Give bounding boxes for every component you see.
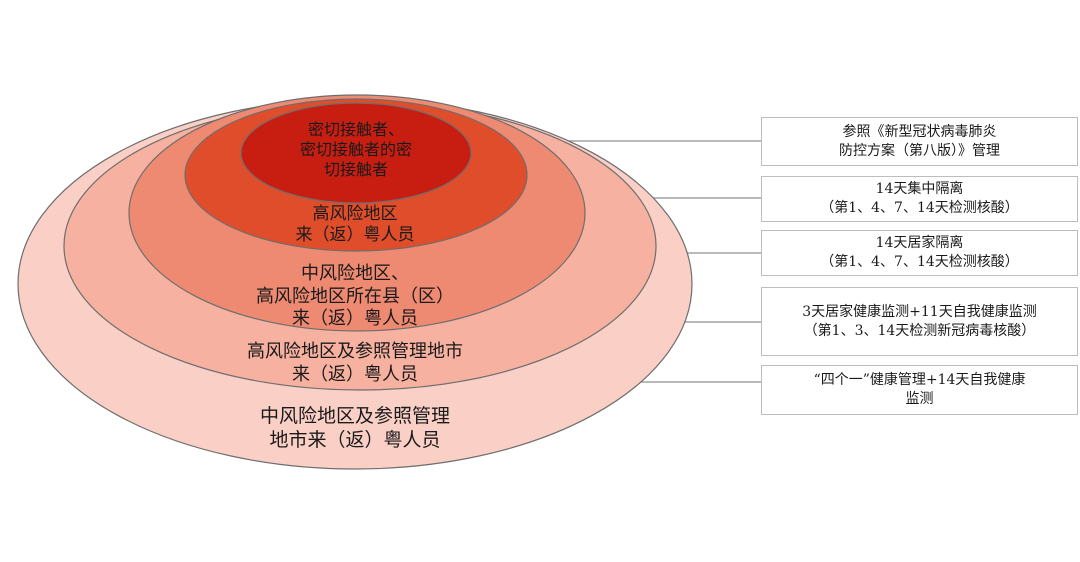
ring-label-line: 地市来（返）粤人员 — [269, 428, 441, 451]
ring-label-line: 密切接触者的密 — [299, 140, 412, 159]
measure-line: 参照《新型冠状病毒肺炎 — [842, 123, 997, 140]
ring-label-line: 来（返）粤人员 — [292, 363, 418, 385]
ellipse-level-1 — [240, 102, 472, 204]
ring-label-line: 高风险地区 — [312, 204, 398, 224]
ring-label-line: 来（返）粤人员 — [295, 225, 415, 246]
ring-label-line: 切接触者 — [323, 160, 388, 179]
measure-line: 3天居家健康监测+11天自我健康监测 — [802, 303, 1037, 320]
ring-label-line: 高风险地区所在县（区） — [256, 285, 454, 307]
measure-box-level-4: 3天居家健康监测+11天自我健康监测 （第1、3、14天检测新冠病毒核酸） — [761, 287, 1078, 356]
measure-box-level-5: “四个一”健康管理+14天自我健康 监测 — [761, 365, 1078, 415]
measure-line: 监测 — [905, 391, 934, 407]
ring-label-level-5: 中风险地区及参照管理 地市来（返）粤人员 — [190, 405, 520, 453]
measure-box-level-2: 14天集中隔离 （第1、4、7、14天检测核酸） — [761, 176, 1078, 222]
measure-line: 14天集中隔离 — [875, 181, 964, 198]
measure-box-level-1: 参照《新型冠状病毒肺炎 防控方案（第八版）》管理 — [761, 117, 1078, 166]
ring-label-line: 密切接触者、 — [307, 120, 404, 139]
ring-label-line: 中风险地区及参照管理 — [259, 405, 450, 427]
ring-label-line: 中风险地区、 — [301, 263, 409, 284]
ring-label-line: 高风险地区及参照管理地市 — [247, 341, 463, 362]
ring-label-level-1: 密切接触者、 密切接触者的密 切接触者 — [270, 120, 442, 180]
measure-line: 14天居家隔离 — [875, 235, 964, 252]
measure-line: （第1、4、7、14天检测核酸） — [820, 254, 1019, 270]
ring-label-line: 来（返）粤人员 — [292, 308, 418, 329]
measure-line: （第1、3、14天检测新冠病毒核酸） — [803, 322, 1036, 339]
measure-line: 防控方案（第八版）》管理 — [839, 142, 1000, 159]
ring-label-level-4: 高风险地区及参照管理地市 来（返）粤人员 — [170, 341, 540, 386]
ring-label-level-2: 高风险地区 来（返）粤人员 — [250, 204, 460, 247]
ring-label-level-3: 中风险地区、 高风险地区所在县（区） 来（返）粤人员 — [200, 263, 510, 331]
measure-line: “四个一”健康管理+14天自我健康 — [813, 372, 1026, 389]
measure-line: （第1、4、7、14天检测核酸） — [820, 200, 1019, 216]
measure-box-level-3: 14天居家隔离 （第1、4、7、14天检测核酸） — [761, 230, 1078, 276]
